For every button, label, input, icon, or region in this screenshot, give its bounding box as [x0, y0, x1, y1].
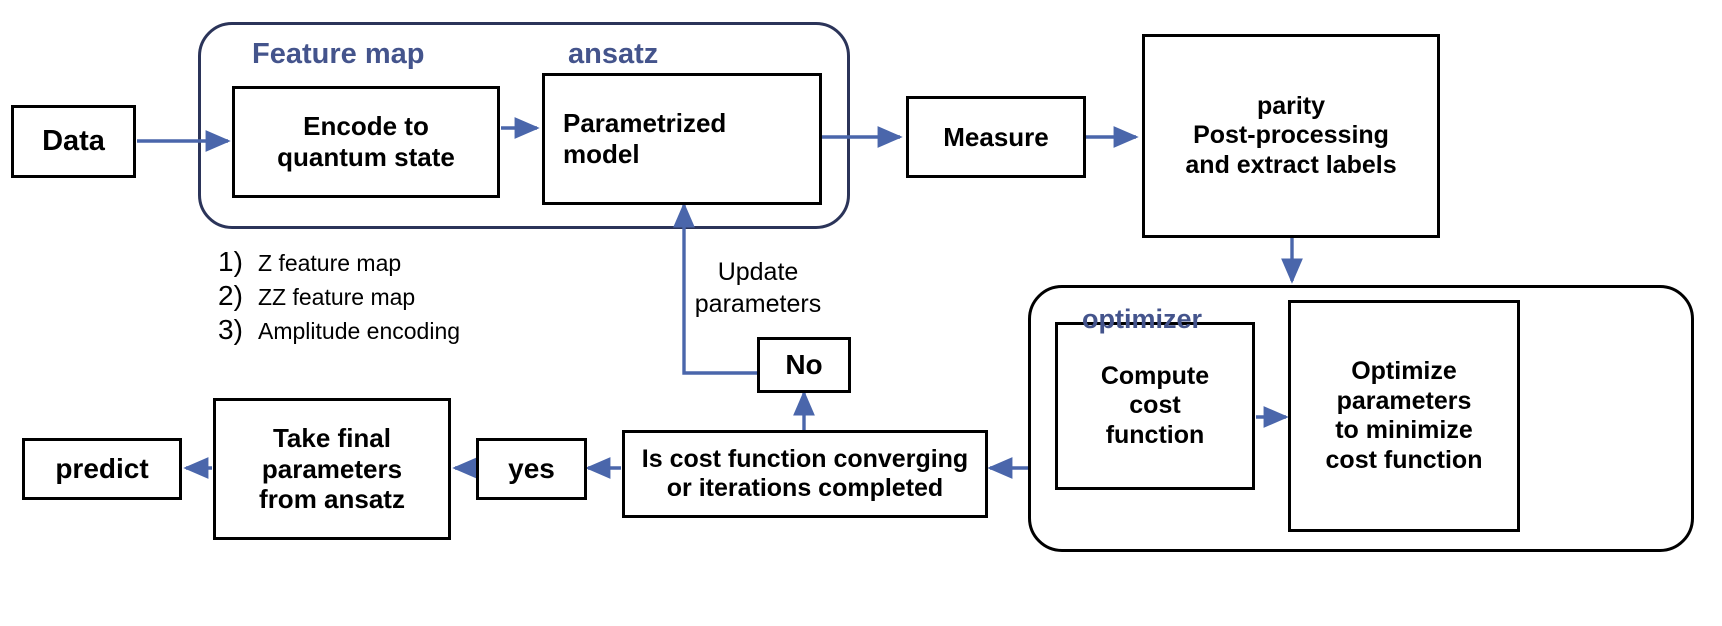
postprocessing-box[interactable]: parity Post-processing and extract label… — [1142, 34, 1440, 238]
compute-cost-box[interactable]: Compute cost function — [1055, 322, 1255, 490]
predict-box[interactable]: predict — [22, 438, 182, 500]
take-final-parameters-label: Take final parameters from ansatz — [259, 422, 405, 515]
list-item-label: Amplitude encoding — [258, 318, 461, 344]
optimize-parameters-box[interactable]: Optimize parameters to minimize cost fun… — [1288, 300, 1520, 532]
data-box-label: Data — [42, 125, 105, 158]
optimizer-label: optimizer — [1082, 304, 1203, 334]
no-box-label: No — [785, 349, 823, 381]
list-item-label: ZZ feature map — [258, 284, 416, 310]
encode-box-label: Encode to quantum state — [277, 111, 455, 172]
compute-cost-label: Compute cost function — [1100, 361, 1210, 449]
list-item: 1) Z feature map — [218, 246, 460, 278]
list-item-label: Z feature map — [258, 250, 402, 276]
list-item-number: 3) — [218, 314, 243, 345]
ansatz-label: ansatz — [568, 38, 659, 70]
feature-map-options-list: 1) Z feature map 2) ZZ feature map 3) Am… — [218, 246, 460, 346]
yes-box[interactable]: yes — [476, 438, 587, 500]
decision-box-label: Is cost function converging or iteration… — [641, 444, 969, 503]
list-item: 3) Amplitude encoding — [218, 314, 460, 346]
update-parameters-annotation: Update parameters — [694, 258, 822, 318]
parametrized-model-label: Parametrized model — [563, 108, 727, 169]
yes-box-label: yes — [508, 453, 555, 485]
postprocessing-label: parity Post-processing and extract label… — [1185, 91, 1397, 179]
parametrized-model-box[interactable]: Parametrized model — [542, 73, 822, 205]
optimize-parameters-label: Optimize parameters to minimize cost fun… — [1325, 357, 1483, 474]
feature-map-label: Feature map — [252, 38, 425, 70]
list-item: 2) ZZ feature map — [218, 280, 460, 312]
measure-box[interactable]: Measure — [906, 96, 1086, 178]
data-box[interactable]: Data — [11, 105, 136, 178]
list-item-number: 1) — [218, 246, 243, 277]
predict-box-label: predict — [55, 453, 149, 485]
encode-box[interactable]: Encode to quantum state — [232, 86, 500, 198]
measure-box-label: Measure — [943, 121, 1049, 152]
decision-box[interactable]: Is cost function converging or iteration… — [622, 430, 988, 518]
take-final-parameters-box[interactable]: Take final parameters from ansatz — [213, 398, 451, 540]
list-item-number: 2) — [218, 280, 243, 311]
no-box[interactable]: No — [757, 337, 851, 393]
